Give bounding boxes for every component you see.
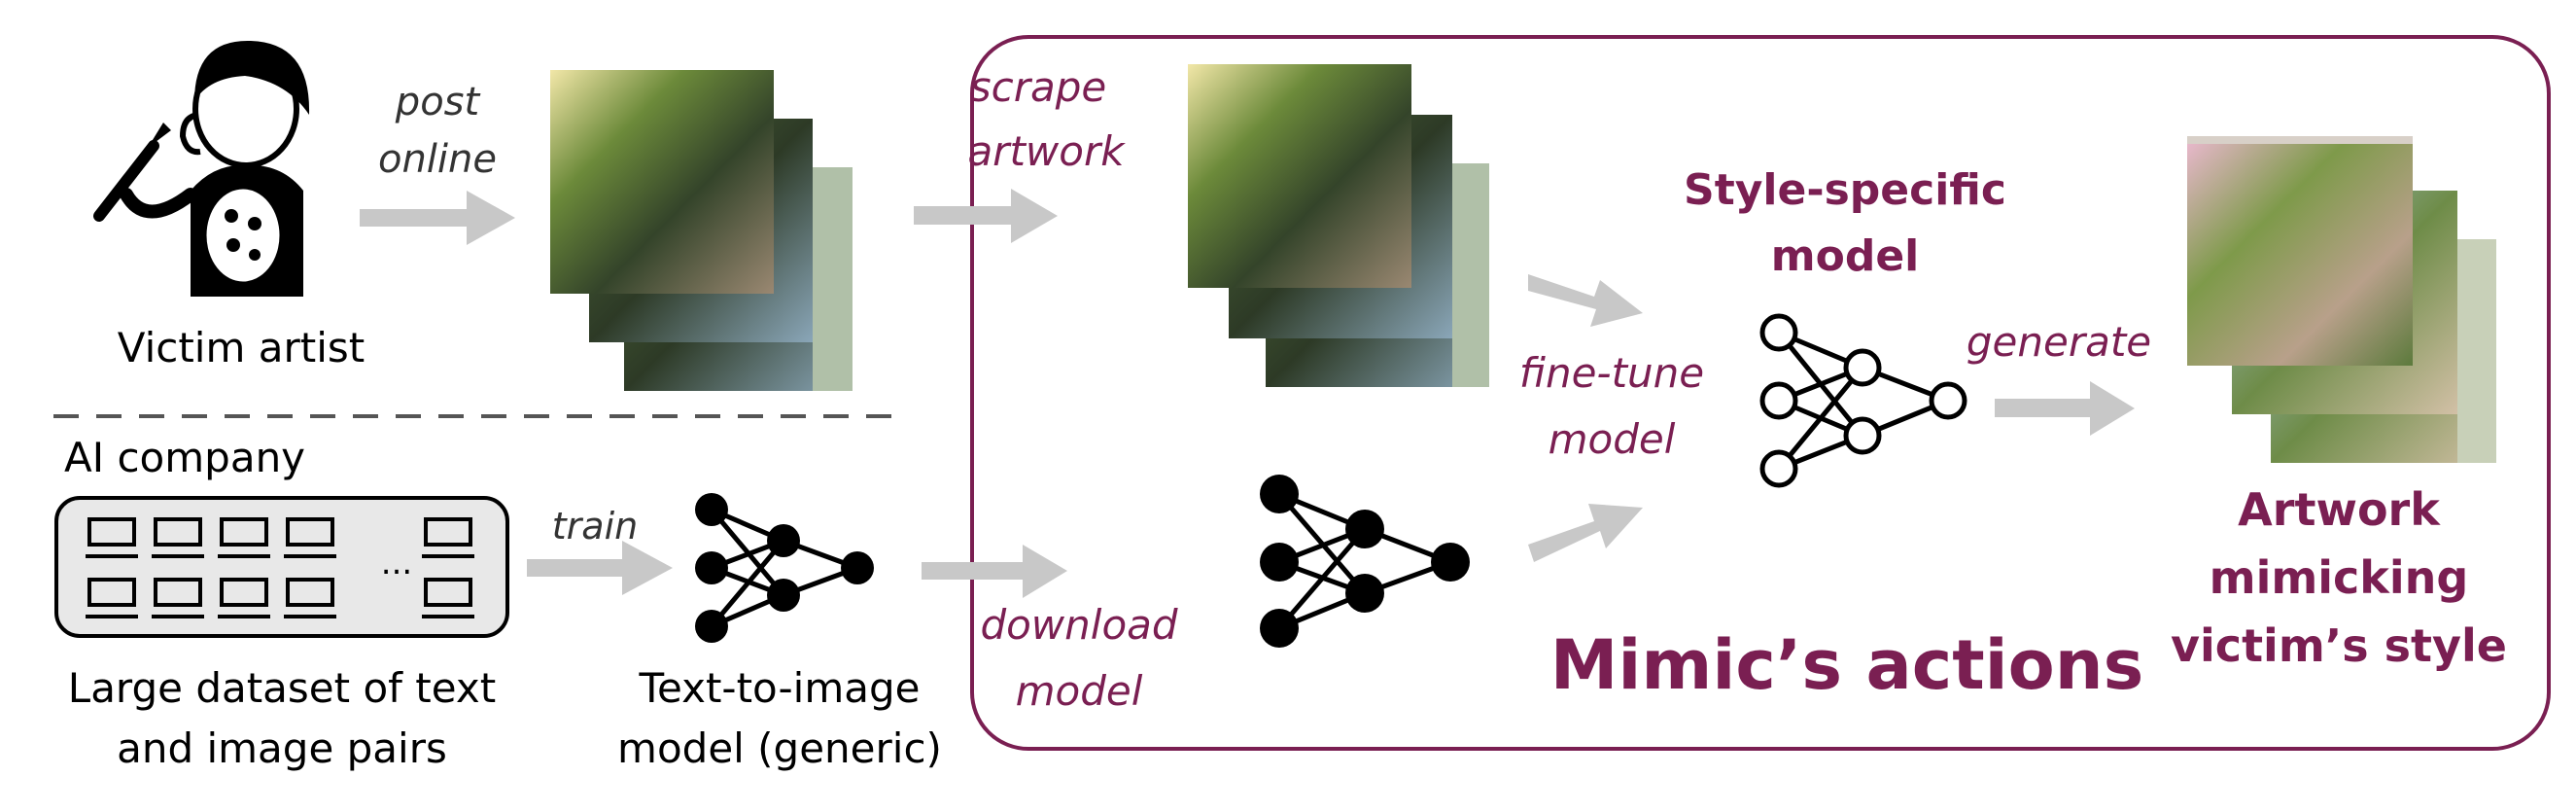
post-online-arrow — [360, 191, 515, 245]
victim-artwork-stack — [550, 70, 853, 391]
company-label: AI company — [64, 434, 305, 481]
dataset-box — [54, 496, 509, 638]
generate-arrow — [1995, 381, 2135, 436]
dataset-label-line1: Large dataset of text — [68, 664, 496, 712]
generic-model-label-line1: Text-to-image — [638, 664, 920, 712]
train-label: train — [552, 505, 638, 547]
mimic-box-title: Mimic’s actions — [1550, 625, 2143, 705]
scrape-arrow — [914, 189, 1058, 243]
scraped-artwork-stack — [1188, 64, 1489, 387]
download-arrow — [922, 545, 1067, 598]
output-label-line3: victim’s style — [2171, 619, 2507, 672]
scrape-label-line2: artwork — [967, 127, 1126, 175]
artist-label: Victim artist — [118, 324, 365, 371]
dataset-ellipsis: ... — [381, 544, 412, 583]
scrape-label-line1: scrape — [970, 63, 1106, 111]
generic-model-label-line2: model (generic) — [617, 724, 942, 772]
finetune-arrow-lower — [1528, 504, 1643, 562]
mimic-actions-box — [970, 35, 2551, 751]
dataset-label-line2: and image pairs — [117, 724, 447, 772]
train-arrow — [527, 541, 673, 595]
finetune-label-line2: model — [1549, 415, 1676, 463]
post-online-label-line1: post — [395, 80, 481, 124]
output-label-line1: Artwork — [2238, 483, 2441, 536]
finetune-arrow-upper — [1528, 274, 1643, 327]
style-model-label-line1: Style-specific — [1684, 165, 2006, 215]
style-model-network-icon — [1759, 313, 1967, 488]
artist-icon — [93, 40, 310, 297]
post-online-label-line2: online — [378, 137, 497, 182]
downloaded-model-network-icon — [1260, 475, 1470, 648]
download-label-line2: model — [1016, 667, 1143, 715]
generate-label: generate — [1967, 318, 2151, 366]
download-label-line1: download — [980, 601, 1177, 649]
generated-artwork-stack — [2187, 136, 2496, 463]
finetune-label-line1: fine-tune — [1519, 349, 1704, 397]
generic-model-network-icon — [695, 493, 874, 643]
output-label-line2: mimicking — [2210, 551, 2469, 604]
style-model-label-line2: model — [1771, 231, 1920, 281]
